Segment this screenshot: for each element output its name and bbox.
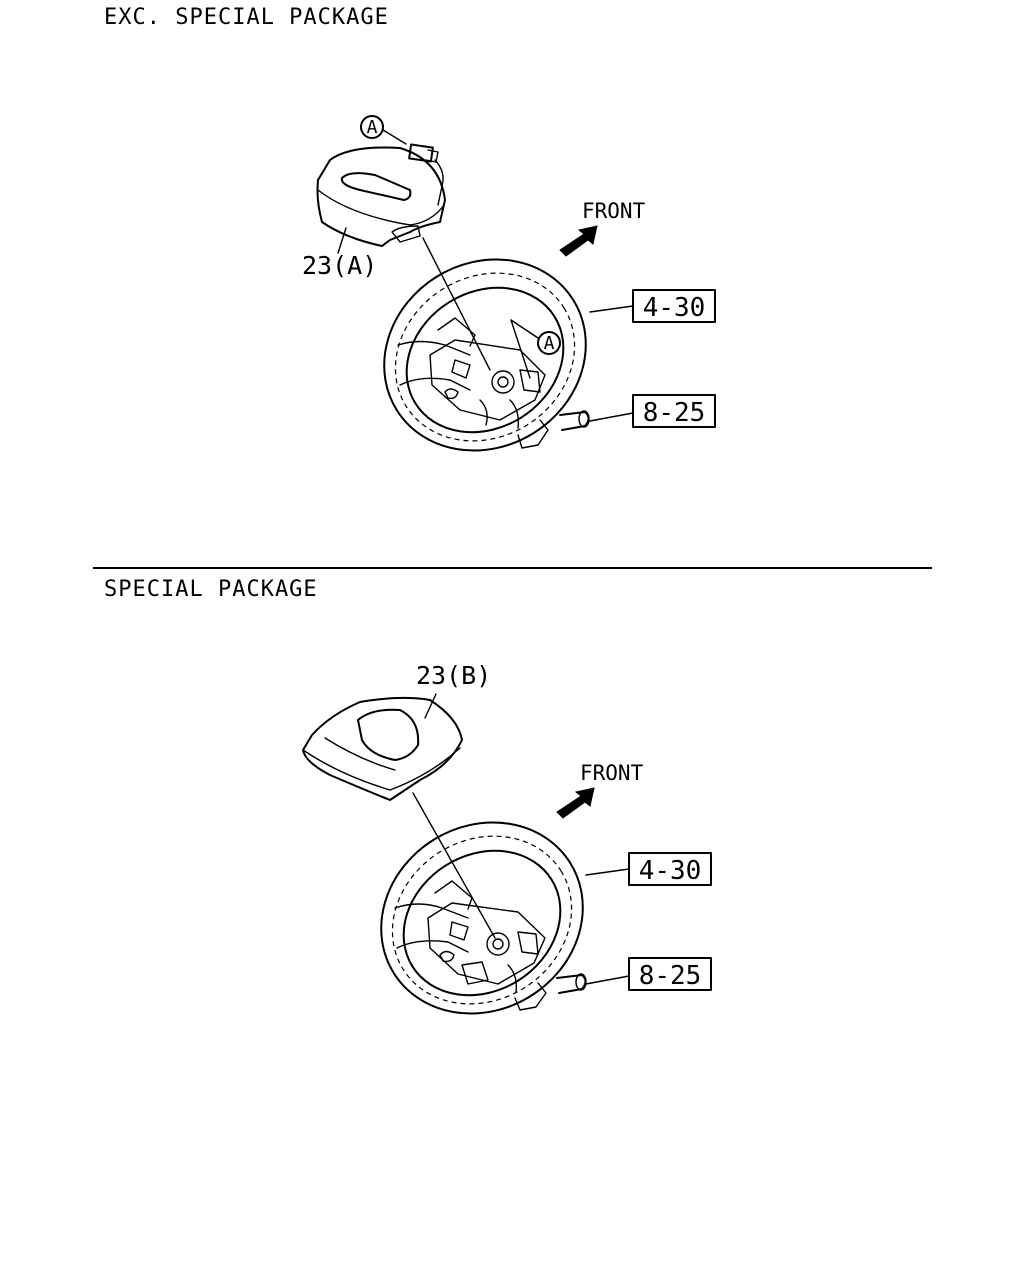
ref-box-8-25 [628,957,712,991]
front-arrow-icon [556,787,595,819]
hub-marker-circle [537,331,561,355]
steering-wheel [380,821,587,1015]
part-label: 23(B) [416,661,491,690]
front-arrow-icon [559,225,598,257]
front-label: FRONT [582,199,646,223]
marker-circle-a [360,115,384,139]
steering-wheel [383,258,590,452]
part-label: 23(A) [302,251,377,280]
ref-box-8-25 [632,394,716,428]
front-label: FRONT [580,761,644,785]
ref-label: 4-30 [643,293,706,323]
section-title: SPECIAL PACKAGE [104,577,318,602]
section-title: EXC. SPECIAL PACKAGE [104,5,389,30]
section-special-package: SPECIAL PACKAGE 23(B) FRONT [104,577,712,1015]
section-exc-special-package: EXC. SPECIAL PACKAGE A 23(A) FRONT [104,5,716,452]
connector-marker: A [367,117,378,138]
ref-label: 4-30 [639,856,702,886]
ref-label: 8-25 [643,398,706,428]
airbag-pad-a [316,143,446,247]
ref-label: 8-25 [639,961,702,991]
hub-marker: A [544,333,555,354]
airbag-pad-b [302,696,463,801]
